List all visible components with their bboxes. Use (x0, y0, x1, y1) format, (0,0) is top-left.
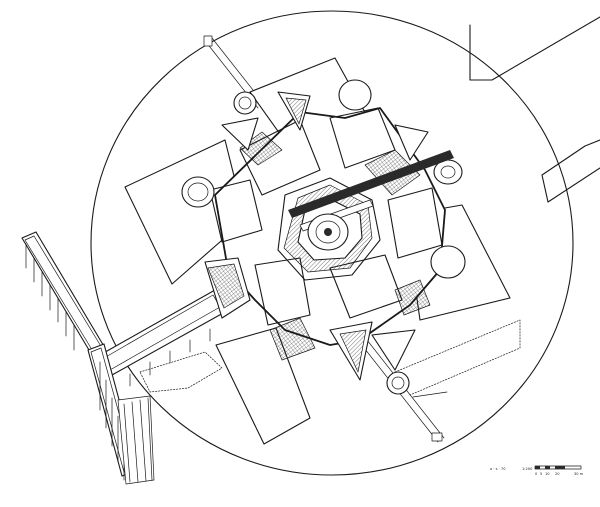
scale-tick-0: 0 (535, 472, 538, 476)
ground-outline (140, 320, 520, 395)
scale-tick-1: 5 (540, 472, 542, 476)
site-boundary-lines (470, 17, 600, 202)
scale-ratio: 1:200 (522, 467, 533, 471)
left-pier (22, 232, 154, 484)
roof-prisms (222, 92, 428, 380)
scale-bar: a · s · 70 1:200 0 5 10 20 30 m (490, 466, 584, 476)
scale-tick-2: 10 (545, 472, 550, 476)
scale-note: a · s · 70 (490, 467, 506, 471)
corner-towers (182, 80, 465, 394)
site-circle (91, 11, 573, 475)
lattice-panels (240, 132, 430, 360)
scale-tick-4: 30 m (574, 472, 584, 476)
scale-tick-3: 20 (555, 472, 560, 476)
left-walkway (100, 258, 250, 386)
central-dome (308, 214, 348, 250)
